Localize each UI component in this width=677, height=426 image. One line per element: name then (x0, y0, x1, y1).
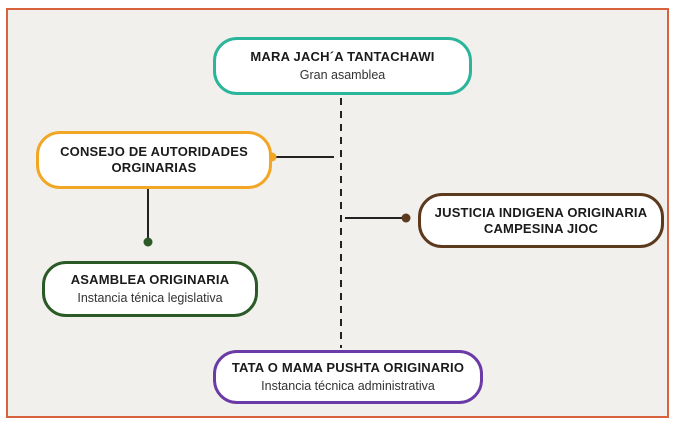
node-title: MARA JACH´A TANTACHAWI (250, 49, 435, 64)
node-justicia-indigena: JUSTICIA INDIGENA ORIGINARIA CAMPESINA J… (418, 193, 664, 248)
node-title-line1: CONSEJO DE AUTORIDADES (60, 144, 248, 159)
node-asamblea-originaria: ASAMBLEA ORIGINARIA Instancia ténica leg… (42, 261, 258, 317)
node-subtitle: Instancia técnica administrativa (261, 379, 435, 393)
node-consejo-de-autoridades: CONSEJO DE AUTORIDADES ORGINARIAS (36, 131, 272, 189)
node-mara-jacha-tantachawi: MARA JACH´A TANTACHAWI Gran asamblea (213, 37, 472, 95)
node-title-line2: CAMPESINA JIOC (483, 220, 599, 236)
connector-dot-asamblea (143, 237, 153, 247)
node-tata-o-mama-pushta: TATA O MAMA PUSHTA ORIGINARIO Instancia … (213, 350, 483, 404)
node-title-line2: ORGINARIAS (111, 160, 197, 175)
node-subtitle: Gran asamblea (299, 68, 386, 82)
node-title: TATA O MAMA PUSHTA ORIGINARIO (231, 360, 465, 375)
node-subtitle: Instancia ténica legislativa (77, 291, 223, 305)
node-title-line1: JUSTICIA INDIGENA ORIGINARIA (434, 204, 648, 220)
node-title: ASAMBLEA ORIGINARIA (70, 272, 230, 287)
connector-dot-justicia (401, 213, 411, 223)
